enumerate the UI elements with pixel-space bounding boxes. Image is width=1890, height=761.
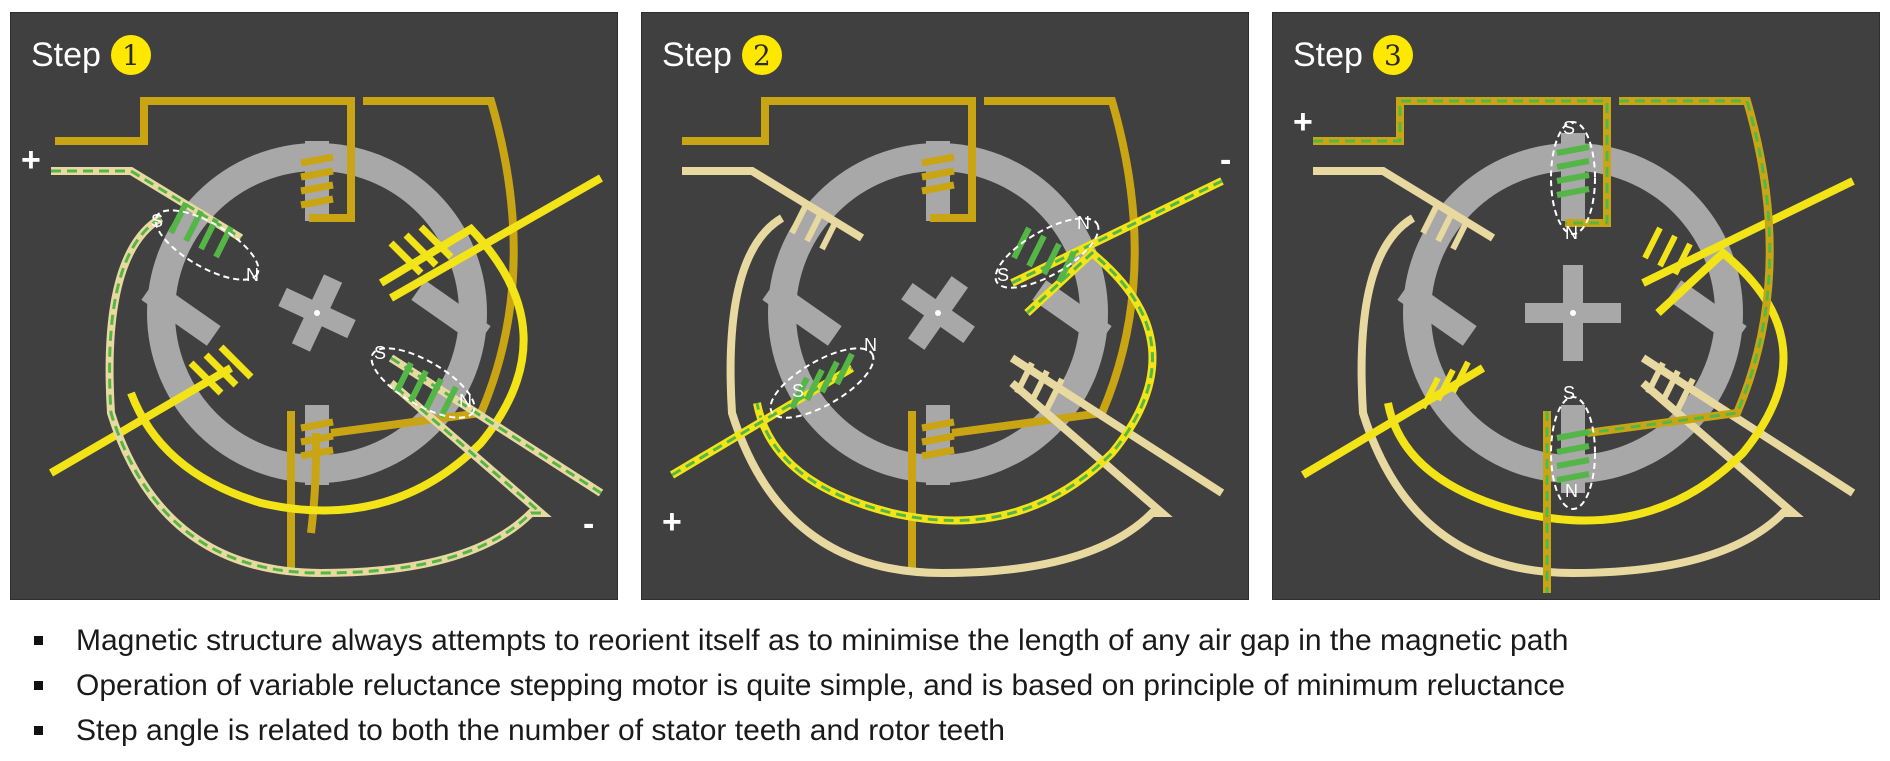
pole-s-label: S — [997, 265, 1010, 285]
bullet-icon — [34, 726, 43, 735]
step-label: Step 2 — [662, 35, 782, 75]
pole-n-label: N — [459, 391, 472, 411]
pole-s-label: S — [792, 381, 805, 401]
step-number-badge: 2 — [741, 35, 782, 75]
list-item: Operation of variable reluctance steppin… — [32, 663, 1568, 708]
note-text: Operation of variable reluctance steppin… — [76, 669, 1566, 702]
motor-diagram-step-3 — [1300, 97, 1856, 593]
pole-n-label: N — [1565, 223, 1578, 243]
list-item: Step angle is related to both the number… — [32, 708, 1568, 753]
motor-diagram-step-2 — [669, 97, 1225, 578]
plus-terminal: + — [662, 503, 682, 541]
notes-list: Magnetic structure always attempts to re… — [32, 618, 1568, 753]
step-1-panel: Step 1 + - S N S N — [10, 12, 618, 600]
motor-diagram-step-1 — [48, 97, 604, 578]
step-number-badge: 3 — [1372, 35, 1413, 75]
plus-terminal: + — [1293, 103, 1313, 141]
step-word: Step — [31, 35, 101, 74]
note-text: Magnetic structure always attempts to re… — [76, 624, 1569, 657]
pole-s-label: S — [374, 343, 387, 363]
bullet-icon — [34, 681, 43, 690]
step-label: Step 1 — [31, 35, 151, 75]
step-3-panel: Step 3 + S N S N — [1272, 12, 1880, 600]
step-label: Step 3 — [1293, 35, 1413, 75]
step-word: Step — [662, 35, 732, 74]
pole-n-label: N — [1077, 213, 1090, 233]
step-number-badge: 1 — [110, 35, 151, 75]
minus-terminal: - — [1220, 141, 1232, 179]
list-item: Magnetic structure always attempts to re… — [32, 618, 1568, 663]
note-text: Step angle is related to both the number… — [76, 714, 1005, 747]
pole-s-label: S — [1563, 383, 1576, 403]
plus-terminal: + — [21, 141, 41, 179]
pole-n-label: N — [1565, 481, 1578, 501]
step-word: Step — [1293, 35, 1363, 74]
pole-s-label: S — [1563, 118, 1576, 138]
pole-n-label: N — [864, 335, 877, 355]
step-2-panel: Step 2 + - S N S N — [641, 12, 1249, 600]
minus-terminal: - — [583, 505, 595, 543]
pole-n-label: N — [246, 265, 259, 285]
bullet-icon — [34, 636, 43, 645]
pole-s-label: S — [151, 211, 164, 231]
